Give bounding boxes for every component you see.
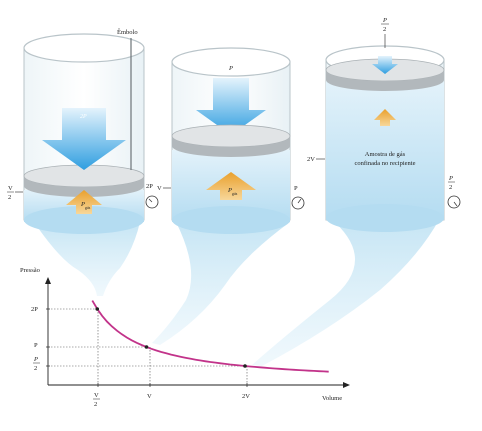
x-tick-v: V (147, 393, 152, 400)
funnel-right (252, 218, 440, 366)
gas-bottom-middle (172, 206, 290, 234)
side-volume-den-left: 2 (8, 194, 11, 201)
x-tick-half-den: 2 (94, 401, 97, 408)
side-volume-right: 2V (307, 156, 315, 163)
gas-pressure-sub-left: gás (85, 205, 91, 210)
blue-arrow-right (372, 56, 398, 74)
state-point-2 (243, 364, 247, 368)
x-tick-2v: 2V (242, 393, 250, 400)
y-tick-2p: 2P (31, 306, 38, 313)
gauge-den-right: 2 (449, 184, 452, 191)
y-axis-arrowhead (45, 277, 51, 284)
y-tick-half-num: P (33, 356, 38, 363)
external-pressure-left: 2P (80, 114, 87, 120)
side-volume-middle: V (157, 185, 162, 192)
cylinder-middle: P P gás V P (152, 47, 305, 345)
guide-lines (48, 308, 248, 385)
y-tick-p: P (34, 342, 38, 349)
gauge-label-middle: P (294, 185, 298, 192)
gas-pressure-sub-middle: gás (232, 191, 238, 196)
gas-bottom-right (326, 204, 444, 232)
x-axis-arrowhead (343, 382, 350, 388)
piston-top-middle (171, 124, 291, 148)
cylinder-right: P 2 Amostra de gás confinada no recipien… (252, 17, 461, 366)
blue-arrow-left (42, 108, 126, 170)
glass-top-left (23, 33, 145, 63)
blue-arrow-middle (196, 78, 266, 135)
side-volume-num-left: V (8, 185, 13, 192)
gauge-label-left: 2P (146, 183, 153, 190)
gauge-needle (148, 198, 153, 203)
funnel-left (34, 222, 140, 296)
orange-arrow-middle (206, 172, 256, 200)
external-pressure-middle: P (228, 65, 233, 72)
x-tick-half-num: V (94, 392, 99, 399)
gas-bottom-left (24, 206, 144, 234)
y-tick-half-den: 2 (34, 365, 37, 372)
orange-arrow-left (66, 190, 102, 214)
gas-sample-label-line2: confinada no recipiente (355, 160, 416, 167)
funnel-middle (152, 222, 290, 345)
piston-side-middle (172, 136, 290, 157)
piston-side-right (326, 70, 444, 91)
y-axis-label: Pressão (20, 267, 40, 274)
external-pressure-num-right: P (382, 17, 387, 24)
pressure-volume-graph: Pressão Volume 2P P P 2 V 2 V 2V (20, 267, 350, 408)
gas-pressure-middle: P (227, 187, 232, 194)
gauge-num-right: P (448, 175, 453, 182)
glass-top-middle (171, 47, 291, 77)
cylinder-left: Êmbolo 2P P gás V 2 2P (7, 28, 159, 296)
piston-label: Êmbolo (117, 28, 138, 36)
piston-side-left (24, 176, 144, 197)
orange-arrow-right (374, 109, 396, 126)
isotherm-curve (91, 300, 329, 373)
gauge-needle (297, 198, 302, 204)
external-pressure-den-right: 2 (383, 26, 386, 33)
state-point-0 (95, 307, 100, 311)
gas-sample-label-line1: Amostra de gás (365, 151, 406, 158)
x-axis-label: Volume (322, 395, 342, 402)
gauge-needle (453, 201, 458, 207)
state-point-1 (144, 345, 149, 349)
gas-pressure-left: P (80, 201, 85, 208)
gas-volume-right (326, 80, 444, 220)
